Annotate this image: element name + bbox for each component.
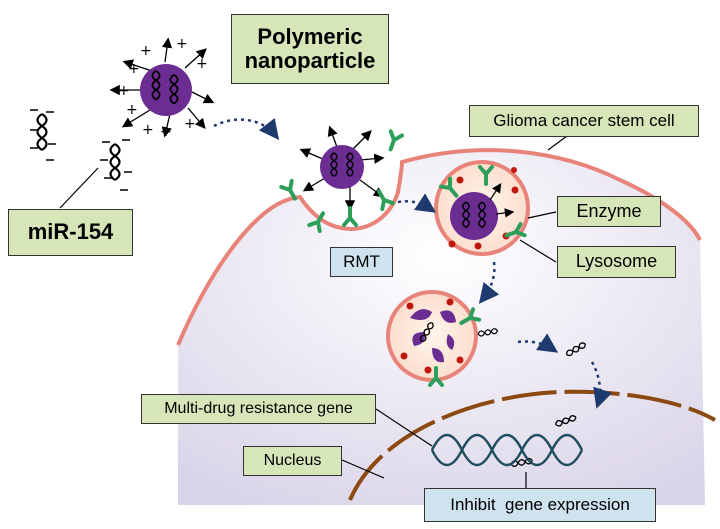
mirna-strands — [30, 109, 132, 209]
svg-text:+: + — [140, 43, 152, 59]
svg-text:+: + — [142, 122, 154, 138]
inhibit-label: Inhibit gene expression — [424, 488, 656, 522]
nucleus-label: Nucleus — [243, 446, 342, 476]
svg-text:+: + — [118, 83, 130, 99]
svg-text:+: + — [196, 56, 208, 72]
svg-text:+: + — [160, 124, 172, 140]
rmt-nanoparticle — [279, 125, 405, 234]
lysosome-with-nanoparticle — [434, 160, 557, 263]
nuclear-envelope — [348, 389, 716, 501]
svg-text:+: + — [184, 116, 196, 132]
svg-text:+: + — [128, 61, 140, 77]
lysosome-label: Lysosome — [557, 246, 676, 278]
degraded-lysosome — [386, 290, 499, 387]
cell-label: Glioma cancer stem cell — [469, 105, 699, 137]
mirna-label: miR-154 — [8, 209, 133, 256]
svg-text:+: + — [176, 36, 188, 52]
enzyme-label: Enzyme — [557, 196, 661, 227]
dna-helix — [430, 433, 584, 467]
nanoparticle-label: Polymeric nanoparticle — [231, 14, 389, 84]
svg-text:+: + — [126, 102, 138, 118]
mdr-gene-label: Multi-drug resistance gene — [141, 394, 376, 424]
polymeric-nanoparticle: +++ +++ +++ — [109, 36, 215, 140]
rmt-label: RMT — [330, 247, 393, 277]
